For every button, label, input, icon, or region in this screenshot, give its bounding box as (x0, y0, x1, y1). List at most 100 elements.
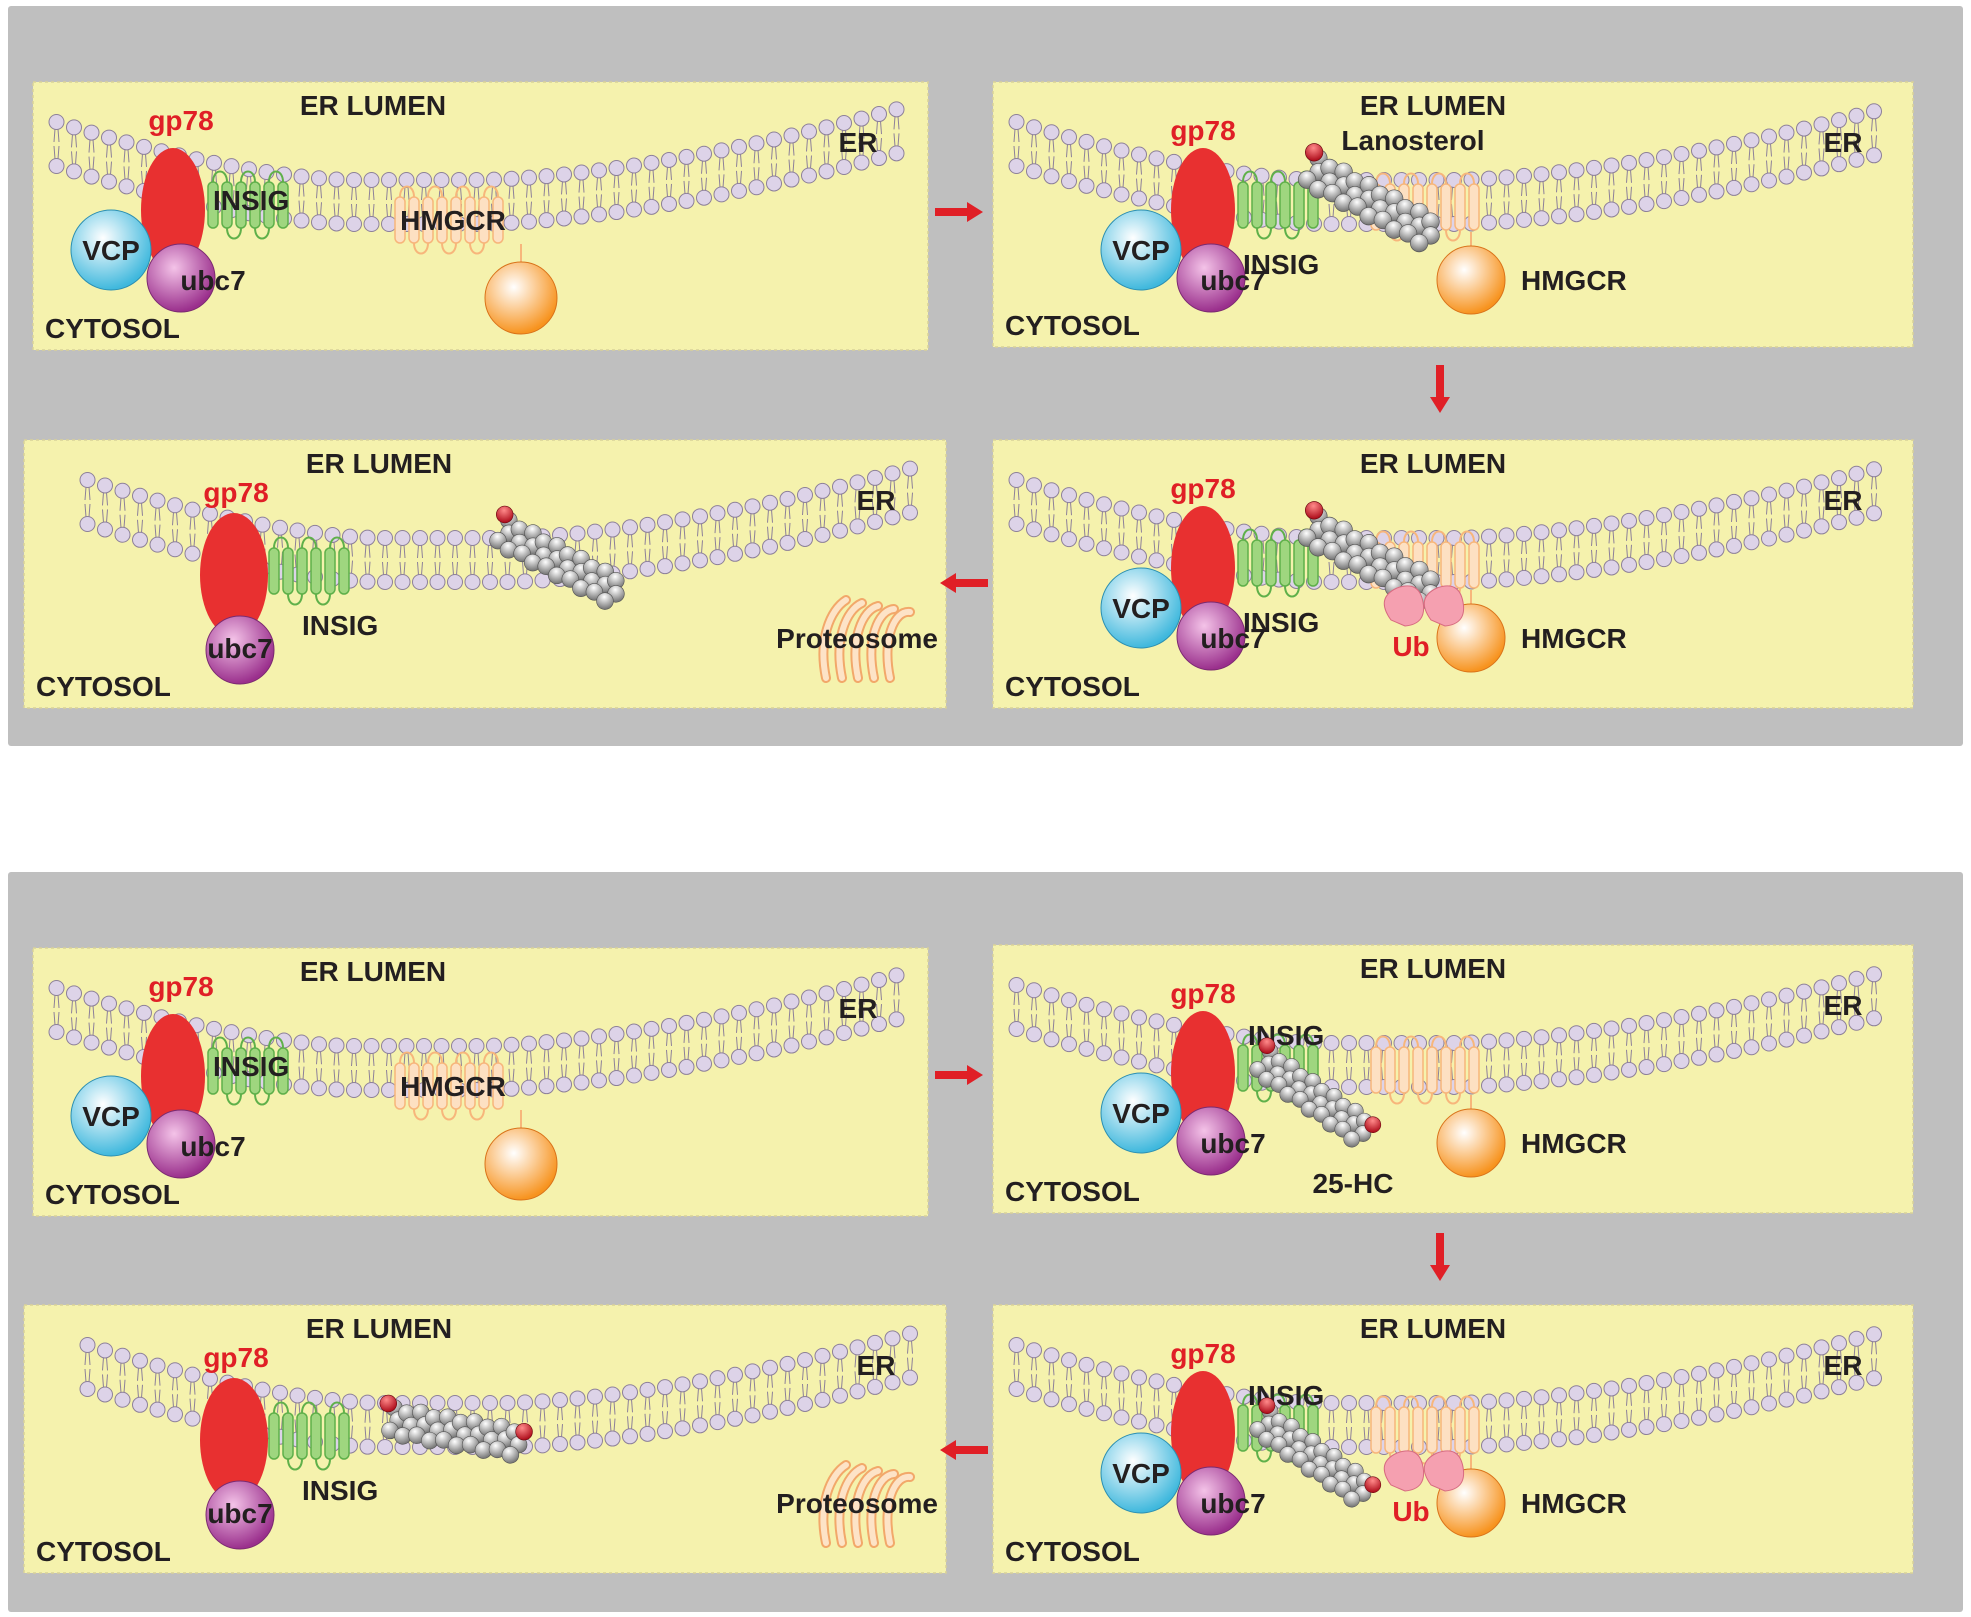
sterol-molecule-icon (489, 505, 625, 610)
ubc7-protein (146, 1109, 216, 1179)
insig-helices (207, 170, 289, 240)
vcp-protein (1100, 1432, 1182, 1514)
insig-helices (207, 1036, 289, 1106)
gp78-label: gp78 (1170, 473, 1235, 504)
hmgcr-helices (394, 185, 504, 255)
ubiquitin-chain (1383, 585, 1465, 627)
sterol-molecule-icon (379, 1394, 533, 1464)
sterol-label: 25-HC (1313, 1168, 1394, 1199)
er-label: ER (839, 127, 878, 158)
vcp-protein (1100, 209, 1182, 291)
ubc7-label: ubc7 (207, 1498, 272, 1529)
arrow-icon (1430, 365, 1450, 413)
vcp-protein (1100, 567, 1182, 649)
cytosol-label: CYTOSOL (1005, 1176, 1140, 1207)
cytosol-label: CYTOSOL (45, 1179, 180, 1210)
insig-helices (1237, 528, 1319, 598)
er-lumen-label: ER LUMEN (300, 90, 446, 121)
arrow-icon (935, 202, 983, 222)
insig-label: INSIG (1243, 607, 1319, 638)
arrow-icon (940, 1440, 988, 1460)
gp78-label: gp78 (1170, 115, 1235, 146)
ubc7-label: ubc7 (1200, 1488, 1265, 1519)
vcp-protein (1100, 1072, 1182, 1154)
er-label: ER (1824, 990, 1863, 1021)
er-lumen-label: ER LUMEN (1360, 953, 1506, 984)
proteasome-icon (818, 595, 915, 683)
hmgcr-label: HMGCR (1521, 1128, 1627, 1159)
ubiquitin-chain (1383, 1450, 1465, 1492)
ubc7-protein (1176, 601, 1246, 671)
ubc7-label: ubc7 (180, 1131, 245, 1162)
proteasome-icon (818, 1460, 915, 1548)
gp78-label: gp78 (1170, 978, 1235, 1009)
ubc7-protein (205, 615, 275, 685)
ub-label: Ub (1392, 1496, 1429, 1527)
er-label: ER (857, 1350, 896, 1381)
vcp-label: VCP (82, 1101, 140, 1132)
gp78-protein (1171, 506, 1235, 630)
arrow-icon (935, 1065, 983, 1085)
lipid-bilayer-icon (48, 967, 905, 1098)
er-lumen-label: ER LUMEN (1360, 448, 1506, 479)
er-label: ER (857, 485, 896, 516)
hmgcr-label: HMGCR (400, 205, 506, 236)
vcp-label: VCP (1112, 1458, 1170, 1489)
hmgcr-label: HMGCR (400, 1071, 506, 1102)
cytosol-label: CYTOSOL (1005, 671, 1140, 702)
er-lumen-label: ER LUMEN (1360, 90, 1506, 121)
ubc7-label: ubc7 (1200, 623, 1265, 654)
vcp-protein (70, 209, 152, 291)
gp78-protein (200, 513, 268, 637)
ubc7-protein (205, 1480, 275, 1550)
hmgcr-catalytic-domain (1436, 1108, 1506, 1178)
insig-helices (268, 536, 350, 606)
gp78-protein (141, 1014, 205, 1138)
insig-label: INSIG (213, 1051, 289, 1082)
ub-label: Ub (1392, 631, 1429, 662)
gp78-protein (1171, 148, 1235, 272)
insig-label: INSIG (213, 185, 289, 216)
sterol-molecule-icon (1249, 1037, 1382, 1148)
hmgcr-catalytic-domain (1436, 245, 1506, 315)
hmgcr-catalytic-domain (484, 1127, 558, 1201)
sterol-molecule-icon (1249, 1397, 1382, 1508)
hmgcr-helices (1370, 1035, 1480, 1105)
er-label: ER (1824, 1350, 1863, 1381)
proteasome-label: Proteosome (776, 1488, 938, 1519)
ubc7-protein (1176, 1106, 1246, 1176)
er-label: ER (1824, 485, 1863, 516)
hmgcr-label: HMGCR (1521, 623, 1627, 654)
gp78-label: gp78 (148, 105, 213, 136)
gp78-label: gp78 (203, 477, 268, 508)
er-label: ER (1824, 127, 1863, 158)
hmgcr-label: HMGCR (1521, 265, 1627, 296)
cytosol-label: CYTOSOL (36, 1536, 171, 1567)
ubc7-label: ubc7 (1200, 265, 1265, 296)
vcp-label: VCP (1112, 1098, 1170, 1129)
gp78-label: gp78 (203, 1342, 268, 1373)
ubc7-protein (1176, 1466, 1246, 1536)
gp78-label: gp78 (148, 971, 213, 1002)
ubc7-protein (146, 243, 216, 313)
hmgcr-helices (394, 1051, 504, 1121)
er-lumen-label: ER LUMEN (1360, 1313, 1506, 1344)
er-lumen-label: ER LUMEN (306, 448, 452, 479)
vcp-label: VCP (82, 235, 140, 266)
arrow-icon (940, 573, 988, 593)
hmgcr-label: HMGCR (1521, 1488, 1627, 1519)
gp78-protein (141, 148, 205, 272)
arrow-icon (1430, 1233, 1450, 1281)
cytosol-label: CYTOSOL (36, 671, 171, 702)
er-label: ER (839, 993, 878, 1024)
insig-label: INSIG (302, 610, 378, 641)
er-lumen-label: ER LUMEN (300, 956, 446, 987)
cytosol-label: CYTOSOL (45, 313, 180, 344)
proteasome-label: Proteosome (776, 623, 938, 654)
hmgcr-catalytic-domain (484, 261, 558, 335)
insig-label: INSIG (302, 1475, 378, 1506)
